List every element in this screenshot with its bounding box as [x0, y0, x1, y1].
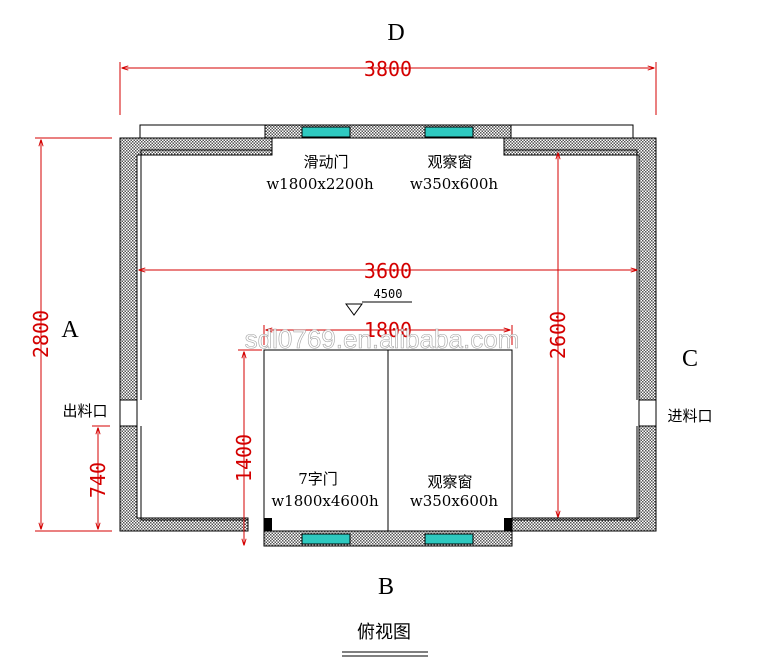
outer-walls	[119, 137, 657, 532]
dimension-lines	[35, 62, 657, 545]
side-ports	[119, 399, 657, 427]
window-glass-bottom-right	[424, 533, 474, 545]
dim-inner-depth: 2600	[546, 311, 570, 359]
inner-room	[263, 349, 513, 547]
dim-inner-room-depth: 1400	[232, 434, 256, 482]
side-label-left: A	[61, 317, 79, 343]
side-label-top: D	[387, 20, 404, 46]
side-label-right: C	[682, 346, 698, 372]
view-title: 俯视图	[357, 622, 411, 643]
top-door-frame	[139, 124, 634, 139]
seven-door-name: 7字门	[298, 470, 338, 488]
dim-inner-room-width: 1800	[364, 318, 412, 342]
window-glass-top-right	[424, 126, 474, 138]
window-top-size: w350x600h	[410, 175, 499, 193]
dim-overall-depth: 2800	[29, 310, 53, 358]
seven-door-size: w1800x4600h	[271, 492, 379, 510]
window-glass-bottom-left	[301, 533, 351, 545]
sliding-door-name: 滑动门	[303, 153, 348, 171]
dim-port-height: 740	[86, 462, 110, 498]
window-glass-top-left	[301, 126, 351, 138]
watermark: sdl0769.en.alibaba.com	[245, 324, 520, 354]
window-bottom-size: w350x600h	[410, 492, 499, 510]
side-label-bottom: B	[378, 574, 394, 600]
level-marker	[345, 301, 412, 316]
outlet-label: 出料口	[62, 402, 107, 420]
dim-overall-width: 3800	[364, 57, 412, 81]
window-top-name: 观察窗	[427, 153, 472, 171]
window-bottom-name: 观察窗	[427, 473, 472, 491]
sliding-door-size: w1800x2200h	[266, 175, 374, 193]
dim-ceiling-level: 4500	[374, 287, 403, 301]
inlet-label: 进料口	[667, 407, 712, 425]
dim-inner-width: 3600	[364, 259, 412, 283]
